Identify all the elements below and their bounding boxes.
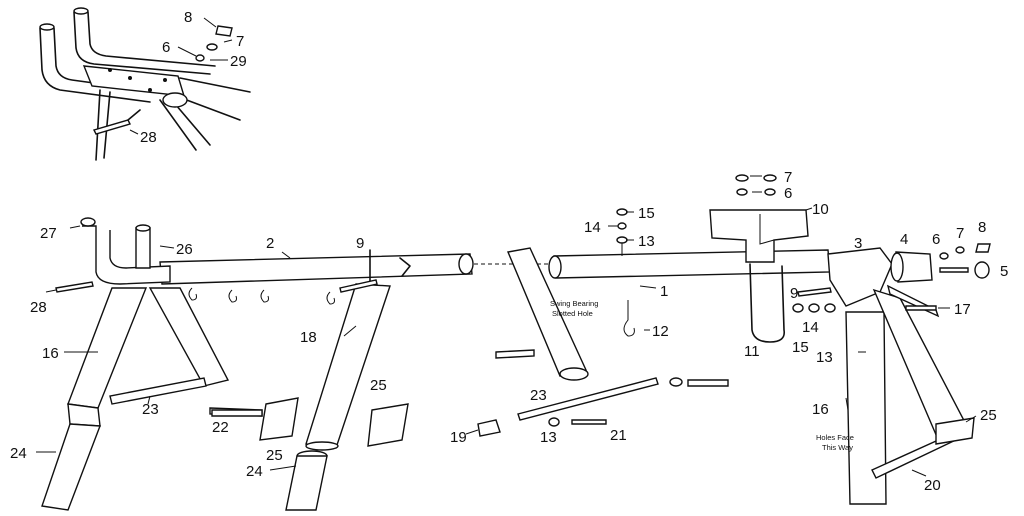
- note-holes-face-2: This Way: [822, 443, 853, 452]
- callout-17: 17: [954, 301, 971, 318]
- callout-18: 18: [300, 329, 317, 346]
- callout-20: 20: [924, 477, 941, 494]
- callout-14: 14: [802, 319, 819, 336]
- callout-6: 6: [162, 39, 170, 56]
- callout-13: 13: [638, 233, 655, 250]
- callout-3: 3: [854, 235, 862, 252]
- callout-25: 25: [370, 377, 387, 394]
- note-swing-bearing-2: Slotted Hole: [552, 309, 593, 318]
- center-frame: [211, 174, 991, 505]
- callout-8: 8: [978, 219, 986, 236]
- callout-5: 5: [1000, 263, 1008, 280]
- callout-23: 23: [142, 401, 159, 418]
- callout-13: 13: [540, 429, 557, 446]
- callout-13: 13: [816, 349, 833, 366]
- callout-1: 1: [660, 283, 668, 300]
- callout-28: 28: [140, 129, 157, 146]
- callout-8: 8: [184, 9, 192, 26]
- callout-15: 15: [792, 339, 809, 356]
- callout-25: 25: [980, 407, 997, 424]
- callout-16: 16: [42, 345, 59, 362]
- callout-labels: 8 6 7 29 28 27 26 2 9 28 16 18 25 23 22 …: [10, 9, 1008, 494]
- callout-6: 6: [932, 231, 940, 248]
- callout-7: 7: [784, 169, 792, 186]
- callout-7: 7: [956, 225, 964, 242]
- callout-2: 2: [266, 235, 274, 252]
- callout-19: 19: [450, 429, 467, 446]
- callout-11: 11: [744, 343, 760, 360]
- callout-24: 24: [246, 463, 263, 480]
- note-swing-bearing-1: Swing Bearing: [550, 299, 598, 308]
- callout-14: 14: [584, 219, 601, 236]
- inset-detail: [39, 7, 251, 161]
- callout-12: 12: [652, 323, 669, 340]
- callout-27: 27: [40, 225, 57, 242]
- callout-28: 28: [30, 299, 47, 316]
- callout-4: 4: [900, 231, 908, 248]
- callout-26: 26: [176, 241, 193, 258]
- callout-7: 7: [236, 33, 244, 50]
- callout-21: 21: [610, 427, 627, 444]
- callout-9: 9: [790, 285, 798, 302]
- callout-10: 10: [812, 201, 829, 218]
- swing-hook-row: [188, 287, 335, 305]
- leader-lines: [36, 175, 977, 477]
- callout-15: 15: [638, 205, 655, 222]
- callout-16: 16: [812, 401, 829, 418]
- callout-24: 24: [10, 445, 27, 462]
- callout-29: 29: [230, 53, 247, 70]
- callout-25: 25: [266, 447, 283, 464]
- note-holes-face-1: Holes Face: [816, 433, 854, 442]
- callout-22: 22: [212, 419, 229, 436]
- left-a-frame: [41, 217, 474, 511]
- callout-6: 6: [784, 185, 792, 202]
- callout-9: 9: [356, 235, 364, 252]
- callout-23: 23: [530, 387, 547, 404]
